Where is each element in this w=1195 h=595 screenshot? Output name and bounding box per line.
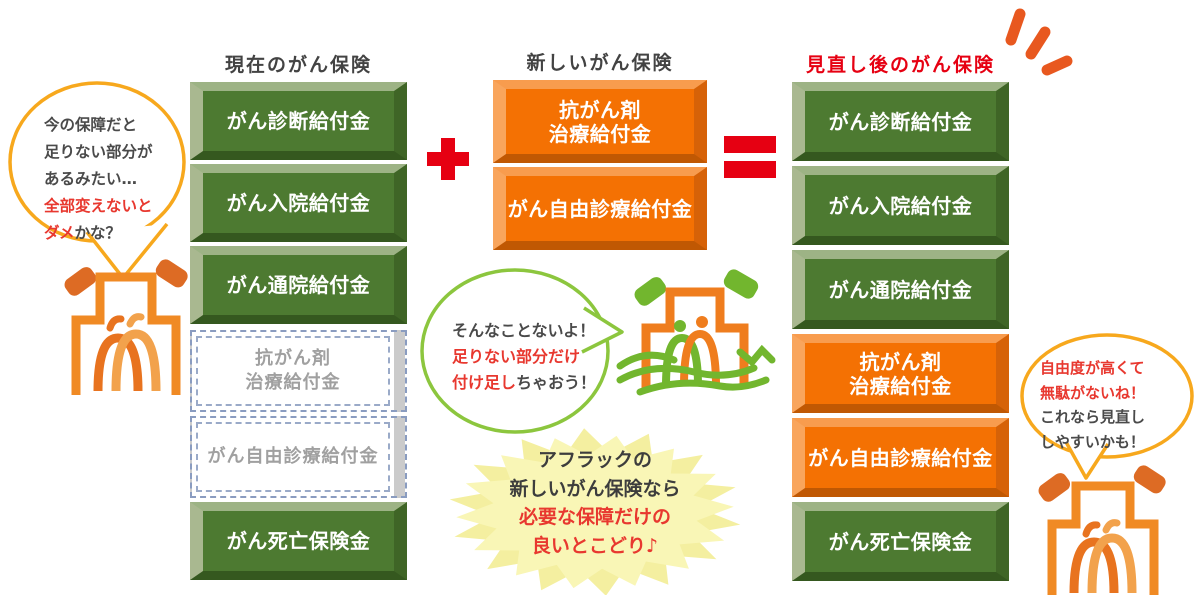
benefit-label: がん自由診療給付金 [808, 445, 993, 470]
left-bubble-text: 今の保障だと 足りない部分が あるみたい… 全部変えないと ダメかな？ [44, 116, 153, 242]
middle-speech-bubble [420, 268, 624, 434]
benefit-block: がん診断給付金 [190, 82, 407, 160]
equals-icon [724, 136, 776, 180]
family-house-character [64, 259, 188, 395]
missing-benefit-block: 抗がん剤 治療給付金 [190, 330, 407, 412]
new-plan-column: 抗がん剤 治療給付金 がん自由診療給付金 [493, 80, 707, 250]
benefit-block: 抗がん剤 治療給付金 [792, 334, 1009, 413]
family-house-character-green [616, 269, 776, 396]
starburst-highlight [449, 428, 741, 595]
benefit-label: 抗がん剤 治療給付金 [245, 347, 341, 393]
benefit-label: がん死亡保険金 [828, 529, 973, 554]
after-review-plan-title: 見直し後のがん保険 [805, 54, 995, 76]
benefit-label: がん自由診療給付金 [507, 196, 693, 221]
new-plan-title: 新しいがん保険 [526, 52, 674, 74]
benefit-label: がん通院給付金 [226, 273, 371, 297]
benefit-block: がん自由診療給付金 [493, 167, 707, 250]
benefit-label: 抗がん剤 治療給付金 [849, 349, 952, 398]
benefit-label: 抗がん剤 治療給付金 [548, 97, 652, 146]
benefit-block: がん死亡保険金 [792, 502, 1009, 581]
benefit-block: がん診断給付金 [792, 82, 1009, 161]
current-plan-column: がん診断給付金 がん入院給付金 がん通院給付金 抗がん剤 治療給付金 がん自由診… [190, 82, 407, 580]
benefit-block: 抗がん剤 治療給付金 [493, 80, 707, 163]
benefit-block: がん入院給付金 [190, 164, 407, 242]
current-plan-title: 現在のがん保険 [224, 54, 372, 76]
missing-benefit-block: がん自由診療給付金 [190, 416, 407, 498]
right-bubble-text: 自由度が高くて 無駄がないね！ これなら見直し しやすいかも！ [1040, 359, 1146, 451]
benefit-label: がん通院給付金 [828, 277, 973, 302]
benefit-block: がん死亡保険金 [190, 502, 407, 580]
right-speech-bubble [1020, 333, 1194, 480]
benefit-label: がん入院給付金 [226, 191, 371, 215]
starburst-text: アフラックの 新しいがん保険なら 必要な保障だけの 良いとこどり♪ [509, 449, 681, 557]
emphasis-marks-icon [1005, 8, 1073, 76]
after-review-column: がん診断給付金 がん入院給付金 がん通院給付金 抗がん剤 治療給付金 がん自由診… [792, 82, 1009, 581]
benefit-block: がん通院給付金 [190, 246, 407, 324]
benefit-block: がん自由診療給付金 [792, 418, 1009, 497]
benefit-label: がん自由診療給付金 [207, 445, 379, 467]
benefit-label: がん診断給付金 [828, 109, 973, 134]
benefit-label: がん死亡保険金 [226, 529, 371, 553]
plus-icon [427, 138, 469, 180]
benefit-block: がん入院給付金 [792, 166, 1009, 245]
benefit-label: がん診断給付金 [226, 109, 371, 133]
benefit-block: がん通院給付金 [792, 250, 1009, 329]
family-house-character [1038, 465, 1166, 595]
benefit-label: がん入院給付金 [828, 193, 973, 218]
middle-bubble-text: そんなことないよ！ 足りない部分だけ 付け足しちゃおう！ [452, 321, 597, 392]
